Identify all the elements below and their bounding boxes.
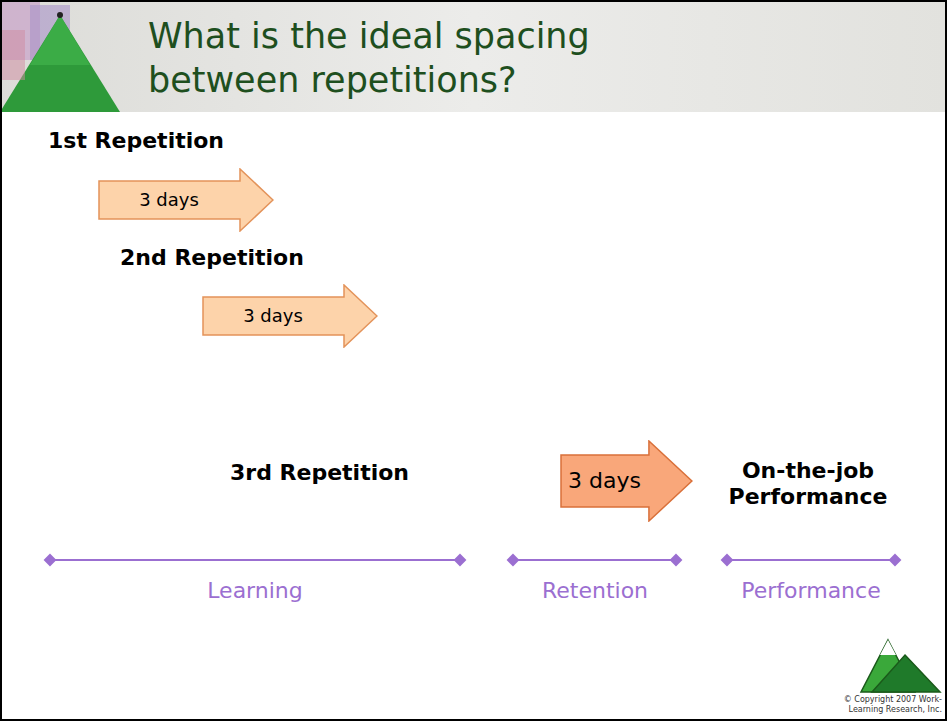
repetition-label: 3rd Repetition: [230, 460, 530, 486]
phase-label: Performance: [711, 578, 911, 604]
mountain-logo: [861, 640, 940, 692]
repetition-label: 1st Repetition: [48, 128, 348, 154]
phase-label: Retention: [500, 578, 690, 604]
performance-label: On-the-job Performance: [718, 458, 898, 511]
retention-bracket: [508, 555, 681, 565]
tree-illustration: [0, 0, 120, 112]
arrow-label: 3 days: [243, 305, 303, 327]
arrow-shape: 3 days: [560, 440, 693, 522]
arrow-shape: 3 days: [98, 168, 274, 232]
phase-label: Learning: [155, 578, 355, 604]
repetition-label: 2nd Repetition: [120, 245, 420, 271]
arrow-label: 3 days: [139, 189, 199, 211]
learning-bracket: [45, 555, 465, 565]
copyright-note: © Copyright 2007 Work-Learning Research,…: [826, 695, 942, 714]
arrow-label: 3 days: [568, 468, 641, 494]
title-banner: [0, 0, 947, 112]
arrow-shape: 3 days: [202, 284, 378, 348]
slide-title: What is the ideal spacing between repeti…: [148, 14, 668, 102]
performance-bracket: [722, 555, 900, 565]
